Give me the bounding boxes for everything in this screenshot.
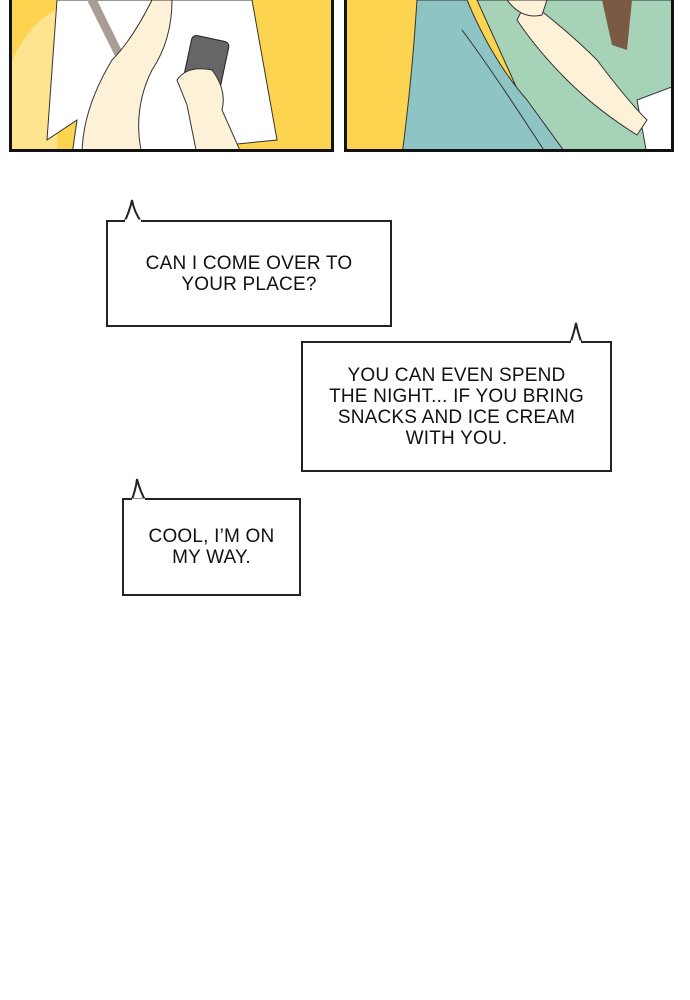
speech-bubble-text: COOL, I’M ON MY WAY. (148, 526, 275, 568)
comic-panel-right (344, 0, 674, 152)
speech-bubble-tail (569, 322, 583, 345)
speech-bubble-text: YOU CAN EVEN SPEND THE NIGHT... IF YOU B… (329, 364, 584, 449)
speech-bubble-2: YOU CAN EVEN SPEND THE NIGHT... IF YOU B… (301, 341, 612, 472)
speech-bubble-tail-overlay (125, 219, 141, 223)
comic-panel-left (9, 0, 334, 152)
speech-bubble-tail (123, 199, 143, 224)
character-sitting-illustration (402, 0, 671, 149)
speech-bubble-text: CAN I COME OVER TO YOUR PLACE? (145, 252, 353, 295)
character-holding-phone-illustration (12, 0, 278, 149)
speech-bubble-3: COOL, I’M ON MY WAY. (122, 498, 301, 596)
speech-bubble-1: CAN I COME OVER TO YOUR PLACE? (106, 220, 392, 327)
speech-bubble-tail (130, 478, 147, 503)
speech-bubble-tail-overlay (571, 340, 581, 344)
speech-bubble-tail-overlay (132, 498, 145, 502)
